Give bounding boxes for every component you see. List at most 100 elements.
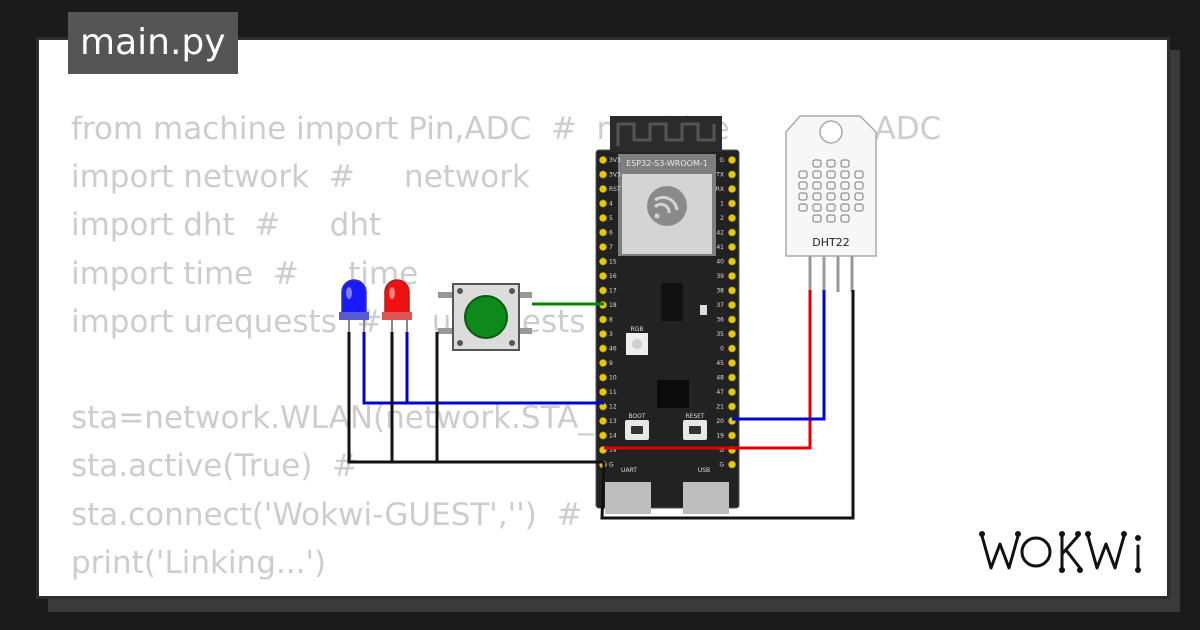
left-pin-16[interactable] [599,272,607,280]
left-pin-14[interactable] [599,431,607,440]
file-tab[interactable]: main.py [68,12,238,74]
right-pin-label: 36 [716,317,724,324]
boot-button[interactable]: BOOT [625,413,649,440]
chip [661,283,683,321]
right-pin-19[interactable] [728,431,736,440]
right-pin-37[interactable] [728,301,736,309]
grill-slot [798,192,808,201]
usb-chip [657,380,689,408]
black-wire-ground [600,290,855,520]
red-wire-power [604,290,812,450]
right-pin-45[interactable] [728,359,736,367]
left-pin-7[interactable] [599,243,607,251]
right-pin-21[interactable] [728,402,736,411]
reset-label: RESET [685,413,705,420]
right-pin-0[interactable] [728,344,736,353]
right-pin-label: 2 [720,215,724,222]
left-pin-5[interactable] [599,214,607,222]
grill-slot [826,214,836,223]
left-pin-3V3[interactable] [599,156,607,164]
right-pin-G[interactable] [728,156,736,164]
right-pin-label: 42 [716,230,724,237]
smd-led [700,305,707,315]
left-pin-3[interactable] [599,330,607,338]
right-pin-label: G [719,462,724,469]
left-pin-label: 5V [609,447,618,454]
left-pin-10[interactable] [599,373,607,382]
left-pin-label: 17 [609,288,617,295]
left-pin-label: 7 [609,244,613,251]
blue-led[interactable] [339,279,369,334]
uart-label: UART [621,467,637,474]
right-pin-39[interactable] [728,272,736,280]
right-pin-40[interactable] [728,257,736,266]
right-pin-TX[interactable] [728,170,736,179]
code-line: sta.connect('Wokwi-GUEST','') # [71,496,583,533]
grill-slot [812,159,822,168]
right-pin-2[interactable] [728,214,736,222]
red-led[interactable] [382,279,412,334]
code-line: import time # time [71,255,419,292]
grill-slot [840,170,850,179]
right-pin-label: 35 [716,331,724,338]
right-pin-G[interactable] [728,460,736,469]
module-label: ESP32-S3-WROOM-1 [626,159,708,168]
dht22-sensor[interactable]: DHT22 [785,115,877,292]
right-pin-48[interactable] [728,373,736,382]
right-pin-41[interactable] [728,243,736,251]
right-pin-42[interactable] [728,228,736,237]
left-pin-4[interactable] [599,199,607,208]
grill-slot [840,214,850,223]
boot-label: BOOT [628,413,645,420]
push-button[interactable] [438,283,532,351]
left-pin-9[interactable] [599,359,607,367]
left-pin-15[interactable] [599,257,607,266]
espressif-logo-icon [647,186,687,226]
uart-port[interactable]: UART [605,467,651,514]
right-pin-RX[interactable] [728,185,736,193]
esp32-s3-board[interactable]: ESP32-S3-WROOM-1 RGB BOOT RESET UART [595,116,740,514]
left-pin-label: 3V3 [609,157,621,164]
left-pin-3V3[interactable] [599,170,607,179]
left-pin-label: 12 [609,404,617,411]
mounting-hole [819,120,843,144]
grill-slot [826,181,836,190]
left-pin-6[interactable] [599,228,607,237]
code-line: print('Linking...') [71,544,327,581]
left-pin-RST[interactable] [599,185,607,193]
left-pin-label: RST [609,186,621,193]
right-pin-label: 21 [716,404,724,411]
grill-slot [826,170,836,179]
left-pin-label: 10 [609,375,617,382]
antenna-trace [616,122,716,146]
black-wire-blue-led [347,332,604,464]
reset-button[interactable]: RESET [683,413,707,440]
left-pin-label: 4 [609,201,613,208]
left-pin-label: 6 [609,230,613,237]
wokwi-logo [978,528,1154,584]
left-pin-13[interactable] [599,417,607,425]
left-pin-11[interactable] [599,388,607,396]
wokwi-logo-icon [979,531,1141,573]
left-pin-46[interactable] [599,344,607,353]
grill-slot [840,192,850,201]
right-pin-35[interactable] [728,330,736,338]
right-pin-1[interactable] [728,199,736,208]
right-pin-label: 0 [720,346,724,353]
grill-slot [854,170,864,179]
right-pin-47[interactable] [728,388,736,396]
right-pin-label: 19 [716,433,724,440]
left-pin-8[interactable] [599,315,607,324]
left-pin-label: 3V3 [609,172,621,179]
right-pin-label: 47 [716,389,724,396]
right-pin-label: 37 [716,302,724,309]
usb-port[interactable]: USB [683,467,729,514]
sensor-grill [798,159,864,223]
left-pin-label: G [609,462,614,469]
grill-slot [812,192,822,201]
right-pin-38[interactable] [728,286,736,295]
left-pin-17[interactable] [599,286,607,295]
right-pin-36[interactable] [728,315,736,324]
code-line: import dht # dht [71,207,382,244]
grill-slot [812,181,822,190]
